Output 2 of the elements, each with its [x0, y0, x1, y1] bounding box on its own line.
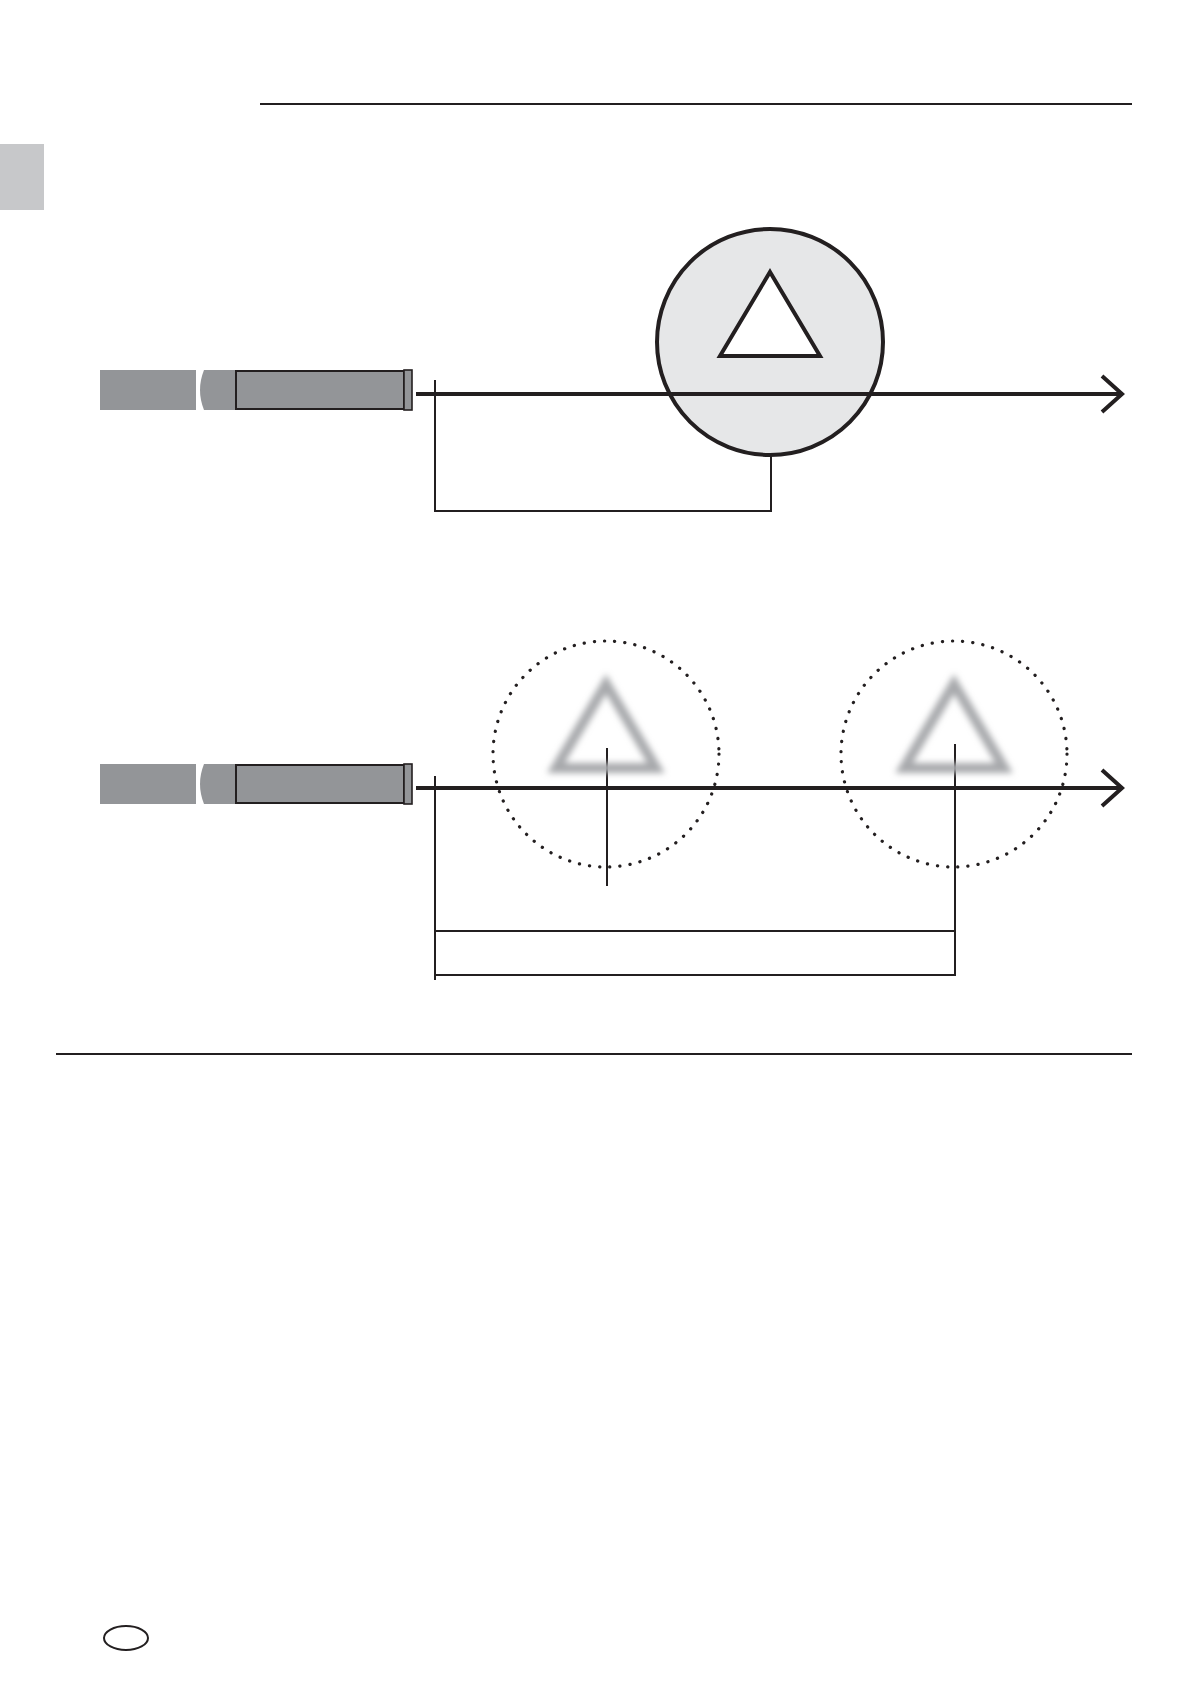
arrow: [416, 768, 1124, 808]
arrow: [416, 374, 1124, 414]
